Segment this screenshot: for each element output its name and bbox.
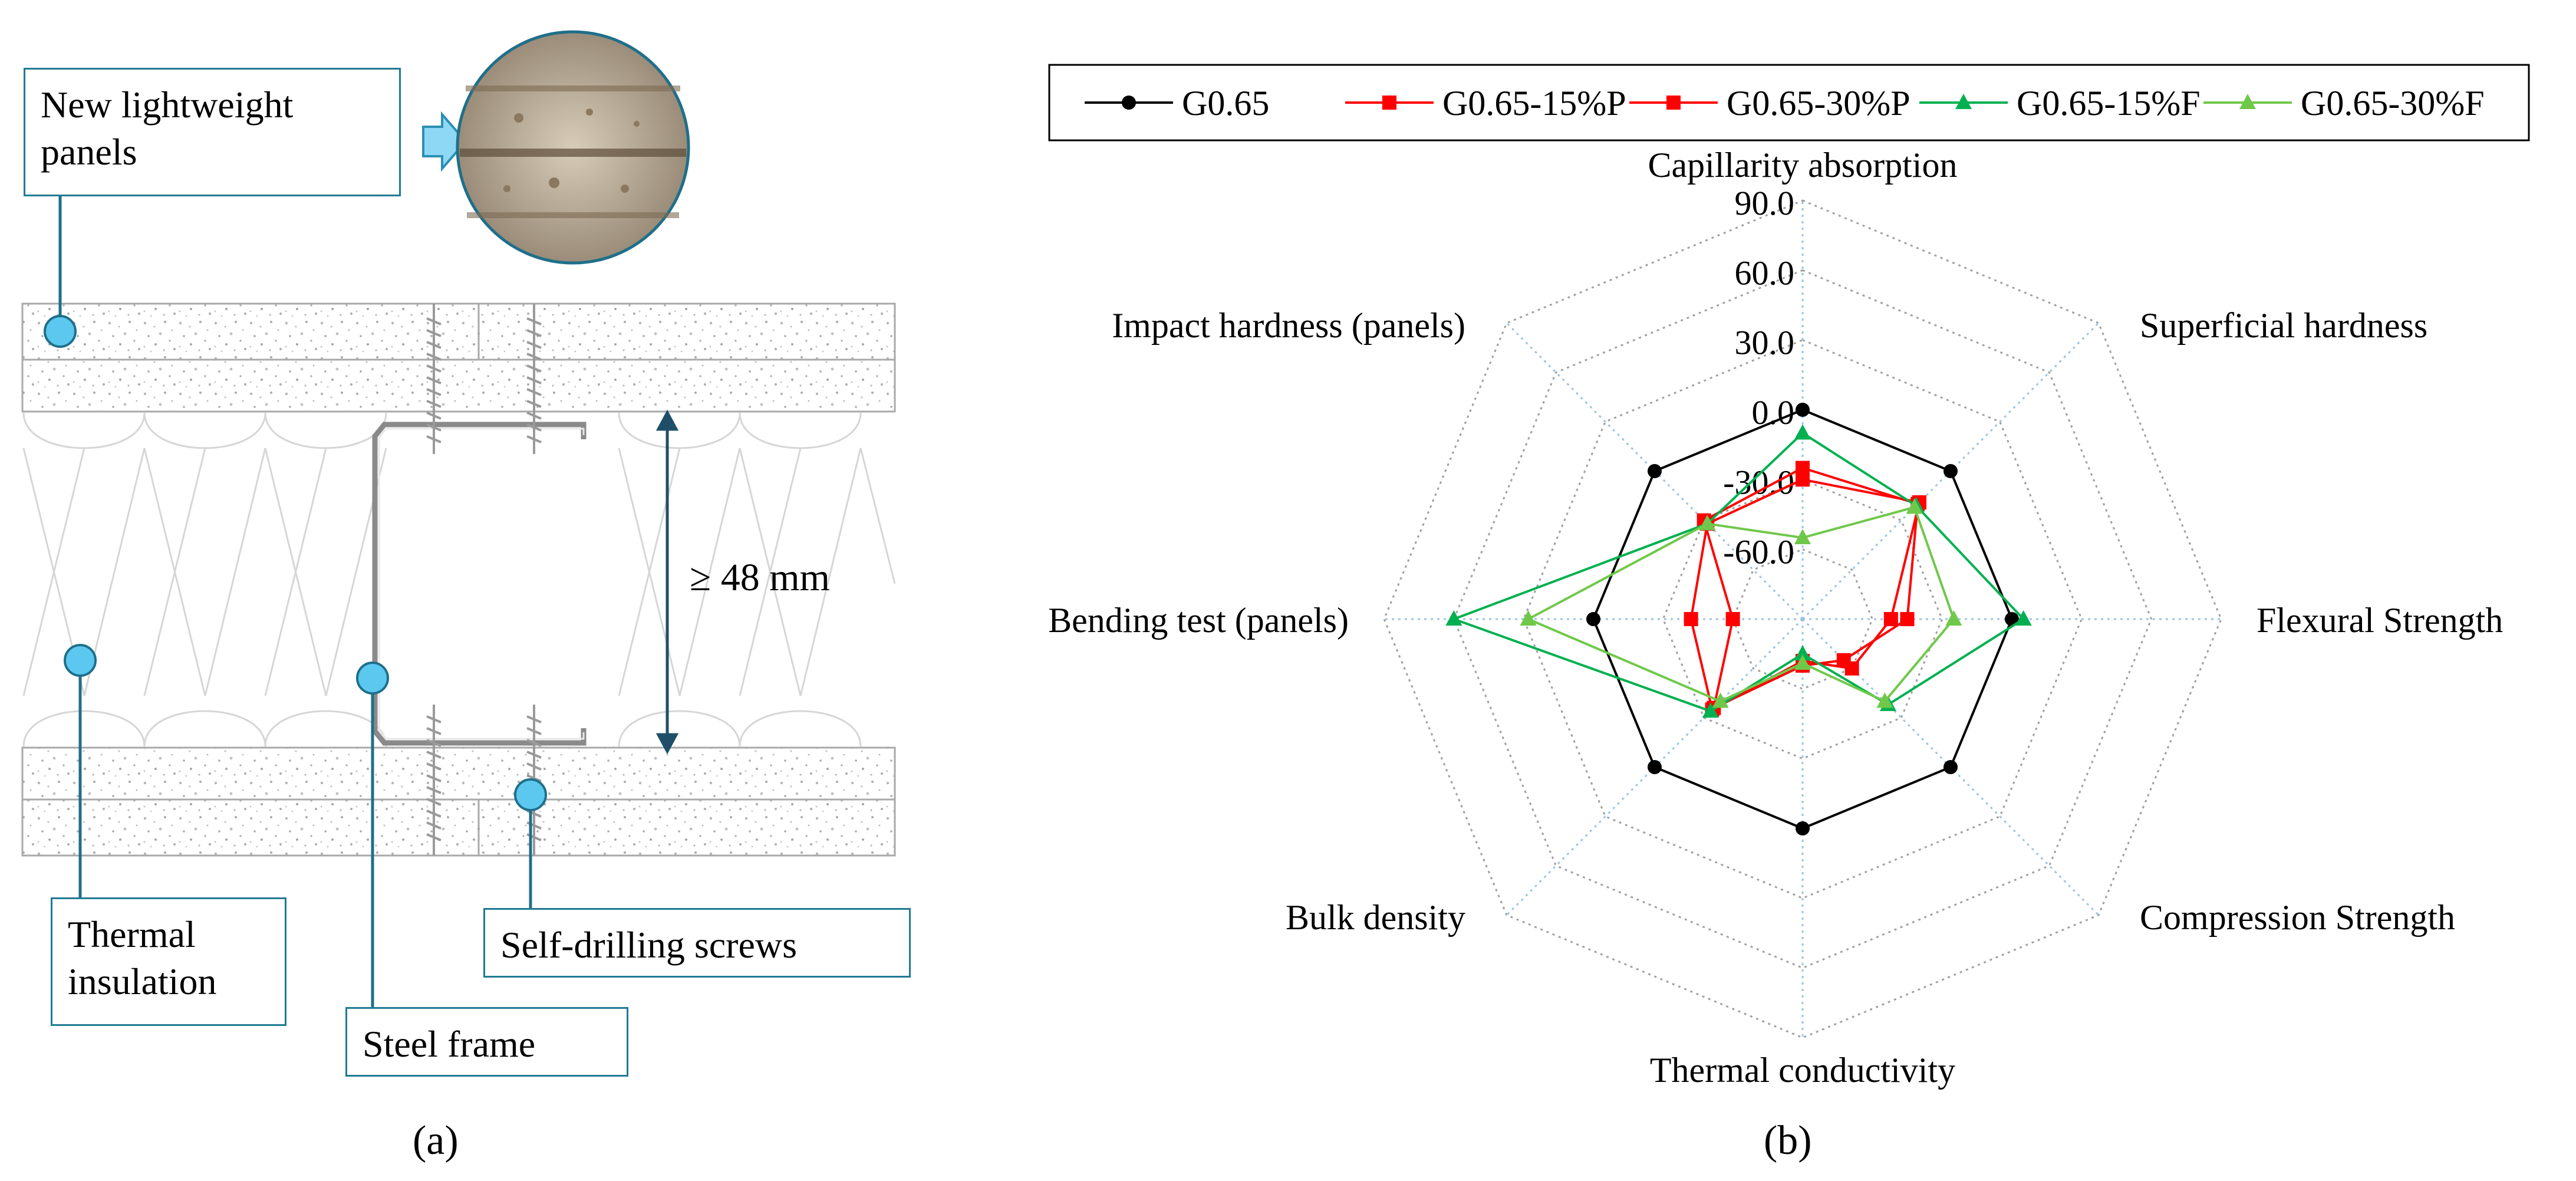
panel-b-label: (b) xyxy=(1764,1118,1812,1163)
callout-self-drilling-screws: Self-drilling screws xyxy=(483,908,911,978)
dimension-arrow xyxy=(655,409,679,755)
legend-marker-4 xyxy=(2239,94,2256,109)
series-3-point xyxy=(1702,702,1719,718)
series-0-point xyxy=(1647,760,1662,775)
dimension-label: ≥ 48 mm xyxy=(690,556,830,599)
callout-new-lightweight-panels: New lightweight panels xyxy=(24,68,401,196)
callout-thermal-insulation: Thermal insulation xyxy=(51,897,286,1026)
panel-a-label: (a) xyxy=(413,1118,459,1163)
thermal-insulation-pattern xyxy=(22,412,896,747)
marker-panels xyxy=(44,315,77,348)
legend-label-4: G0.65-30%F xyxy=(2301,84,2485,123)
series-1-point xyxy=(1684,612,1698,626)
radar-tick-label: 60.0 xyxy=(1735,254,1795,292)
series-3-point xyxy=(1445,610,1462,626)
category-label-bending-test-panels: Bending test (panels) xyxy=(1048,601,1349,640)
marker-screws xyxy=(514,778,547,811)
category-label-capillarity-absorption: Capillarity absorption xyxy=(1648,146,1958,185)
top-panel-outer xyxy=(21,302,896,361)
legend-label-3: G0.65-15%F xyxy=(2017,84,2201,123)
series-0-point xyxy=(1647,463,1662,478)
series-3-point xyxy=(2015,610,2032,626)
series-4-point xyxy=(1906,498,1923,514)
category-label-impact-hardness-panels: Impact hardness (panels) xyxy=(1112,306,1465,345)
marker-thermal xyxy=(64,644,97,677)
series-0-point xyxy=(1943,463,1958,478)
series-2-point xyxy=(1900,612,1915,626)
radar-grid-ring-5 xyxy=(1383,199,2222,1039)
marker-steel xyxy=(356,662,389,695)
screw-top-left xyxy=(426,304,442,454)
bottom-panel-inner xyxy=(21,746,896,801)
series-4-point xyxy=(1876,692,1893,708)
series-1-point xyxy=(1883,612,1898,626)
radar-chart: 90.0 60.0 30.0 0.0 -30.0 -60.0 Capillarity abs… xyxy=(1048,64,2530,1090)
screw-top-right xyxy=(526,304,542,454)
legend-marker-2 xyxy=(1666,96,1681,110)
series-4-point xyxy=(1699,515,1716,531)
radar-tick-label: -60.0 xyxy=(1723,533,1794,571)
callout-steel-frame: Steel frame xyxy=(345,1007,628,1077)
series-0-point xyxy=(1943,760,1958,775)
radar-tick-label: 90.0 xyxy=(1735,184,1795,222)
pointer-arrow-icon xyxy=(422,111,467,172)
category-label-flexural-strength: Flexural Strength xyxy=(2257,601,2503,640)
steel-frame-profile xyxy=(372,422,587,746)
series-4-point xyxy=(1794,528,1811,544)
category-label-superficial-hardness: Superficial hardness xyxy=(2140,306,2427,345)
legend-marker-1 xyxy=(1382,96,1396,110)
radar-tick-label: 30.0 xyxy=(1735,324,1795,362)
series-4-point xyxy=(1794,654,1811,670)
series-3-point xyxy=(1794,645,1811,661)
steel-frame-profile-inner xyxy=(378,427,585,740)
radar-tick-label: -30.0 xyxy=(1723,463,1794,501)
legend-label-0: G0.65 xyxy=(1182,84,1269,123)
callout-leaders xyxy=(58,195,532,1007)
series-line-2 xyxy=(1702,466,1919,710)
bottom-panel-outer xyxy=(21,798,896,857)
series-0-point xyxy=(1796,821,1810,835)
category-label-bulk-density: Bulk density xyxy=(1286,898,1465,937)
radar-tick-label: 0.0 xyxy=(1752,393,1795,432)
top-panel-inner xyxy=(21,358,896,413)
legend-marker-0 xyxy=(1122,96,1136,110)
series-2-point xyxy=(1836,653,1851,667)
panel-sample-photo xyxy=(456,30,690,265)
category-label-thermal-conductivity: Thermal conductivity xyxy=(1650,1051,1955,1090)
series-4-point xyxy=(1520,610,1537,626)
series-3-point xyxy=(1794,424,1811,440)
wall-section-diagram xyxy=(21,30,896,1007)
series-4-point xyxy=(1945,610,1962,626)
series-2-point xyxy=(1725,612,1740,626)
category-label-compression-strength: Compression Strength xyxy=(2140,898,2455,937)
series-0-point xyxy=(1796,403,1810,417)
series-2-point xyxy=(1796,460,1810,475)
series-4-point xyxy=(1712,692,1729,708)
legend-label-1: G0.65-15%P xyxy=(1442,84,1626,123)
series-0-point xyxy=(1586,612,1600,626)
legend-marker-3 xyxy=(1955,94,1972,109)
legend-label-2: G0.65-30%P xyxy=(1727,84,1910,123)
screw-bottom-left xyxy=(426,705,442,856)
series-0-point xyxy=(2005,612,2019,626)
